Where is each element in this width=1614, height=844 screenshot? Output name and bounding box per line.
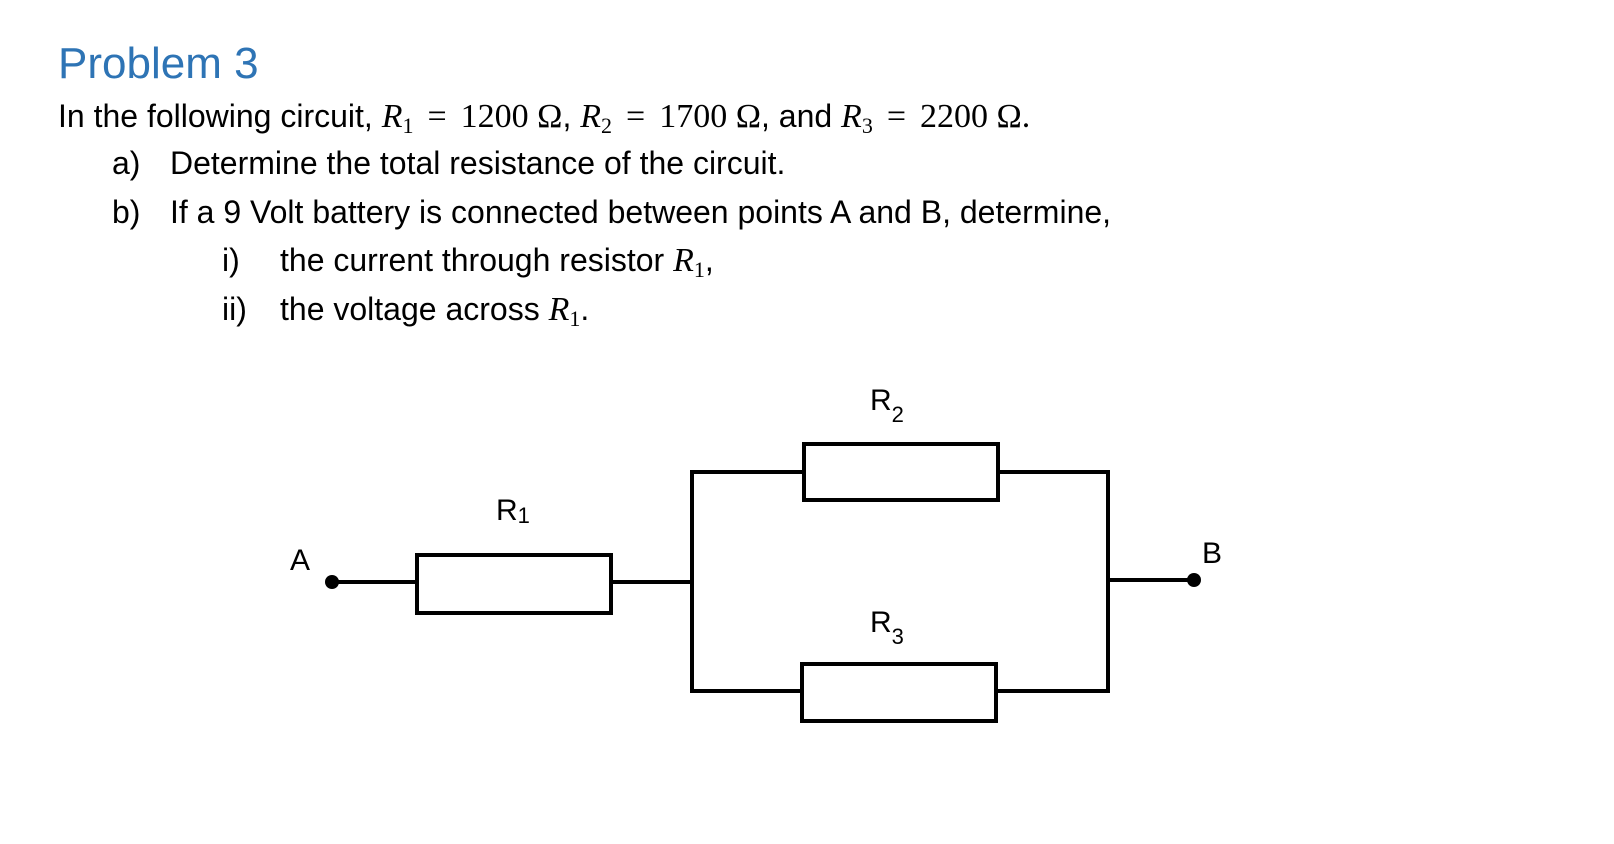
part-b-i-text: the current through resistor <box>280 242 674 278</box>
r3-label: R3 <box>870 606 904 649</box>
resistor-r1 <box>415 553 613 615</box>
part-b: b) If a 9 Volt battery is connected betwe… <box>112 192 1111 232</box>
part-b-ii-marker: ii) <box>222 291 247 327</box>
part-b-ii-text: the voltage across <box>280 291 549 327</box>
part-a: a) Determine the total resistance of the … <box>112 143 785 183</box>
part-b-ii-r1: R1 <box>548 291 581 331</box>
resistor-r2 <box>802 442 1000 502</box>
part-b-i-suffix: , <box>704 242 714 278</box>
intro-prefix: In the following circuit, <box>58 98 382 134</box>
part-b-i: i) the current through resistor R1, <box>222 240 714 281</box>
terminal-a-dot <box>325 575 339 589</box>
part-b-ii: ii) the voltage across R1. <box>222 289 589 330</box>
part-b-text: If a 9 Volt battery is connected between… <box>170 194 1112 230</box>
r2-equation: R2=1700 Ω <box>580 98 761 138</box>
node-a-label: A <box>290 544 310 577</box>
terminal-b-dot <box>1187 573 1201 587</box>
r1-label: R1 <box>496 494 530 528</box>
problem-intro: In the following circuit, R1=1200 Ω, R2=… <box>58 96 1030 137</box>
part-b-i-r1: R1 <box>673 242 705 282</box>
r3-equation: R3=2200 Ω <box>841 98 1022 138</box>
r1-equation: R1=1200 Ω <box>381 98 563 138</box>
intro-separator-1: , <box>562 98 581 134</box>
part-b-i-marker: i) <box>222 242 240 278</box>
part-a-text: Determine the total resistance of the ci… <box>170 145 786 181</box>
problem-title: Problem 3 <box>58 39 259 88</box>
part-b-marker: b) <box>112 194 141 230</box>
resistor-r3 <box>800 662 998 723</box>
part-b-ii-suffix: . <box>580 291 590 327</box>
node-b-label: B <box>1202 537 1222 570</box>
r2-label: R2 <box>870 384 904 427</box>
intro-separator-2: , and <box>760 98 842 134</box>
part-a-marker: a) <box>112 145 141 181</box>
intro-suffix: . <box>1021 98 1031 135</box>
